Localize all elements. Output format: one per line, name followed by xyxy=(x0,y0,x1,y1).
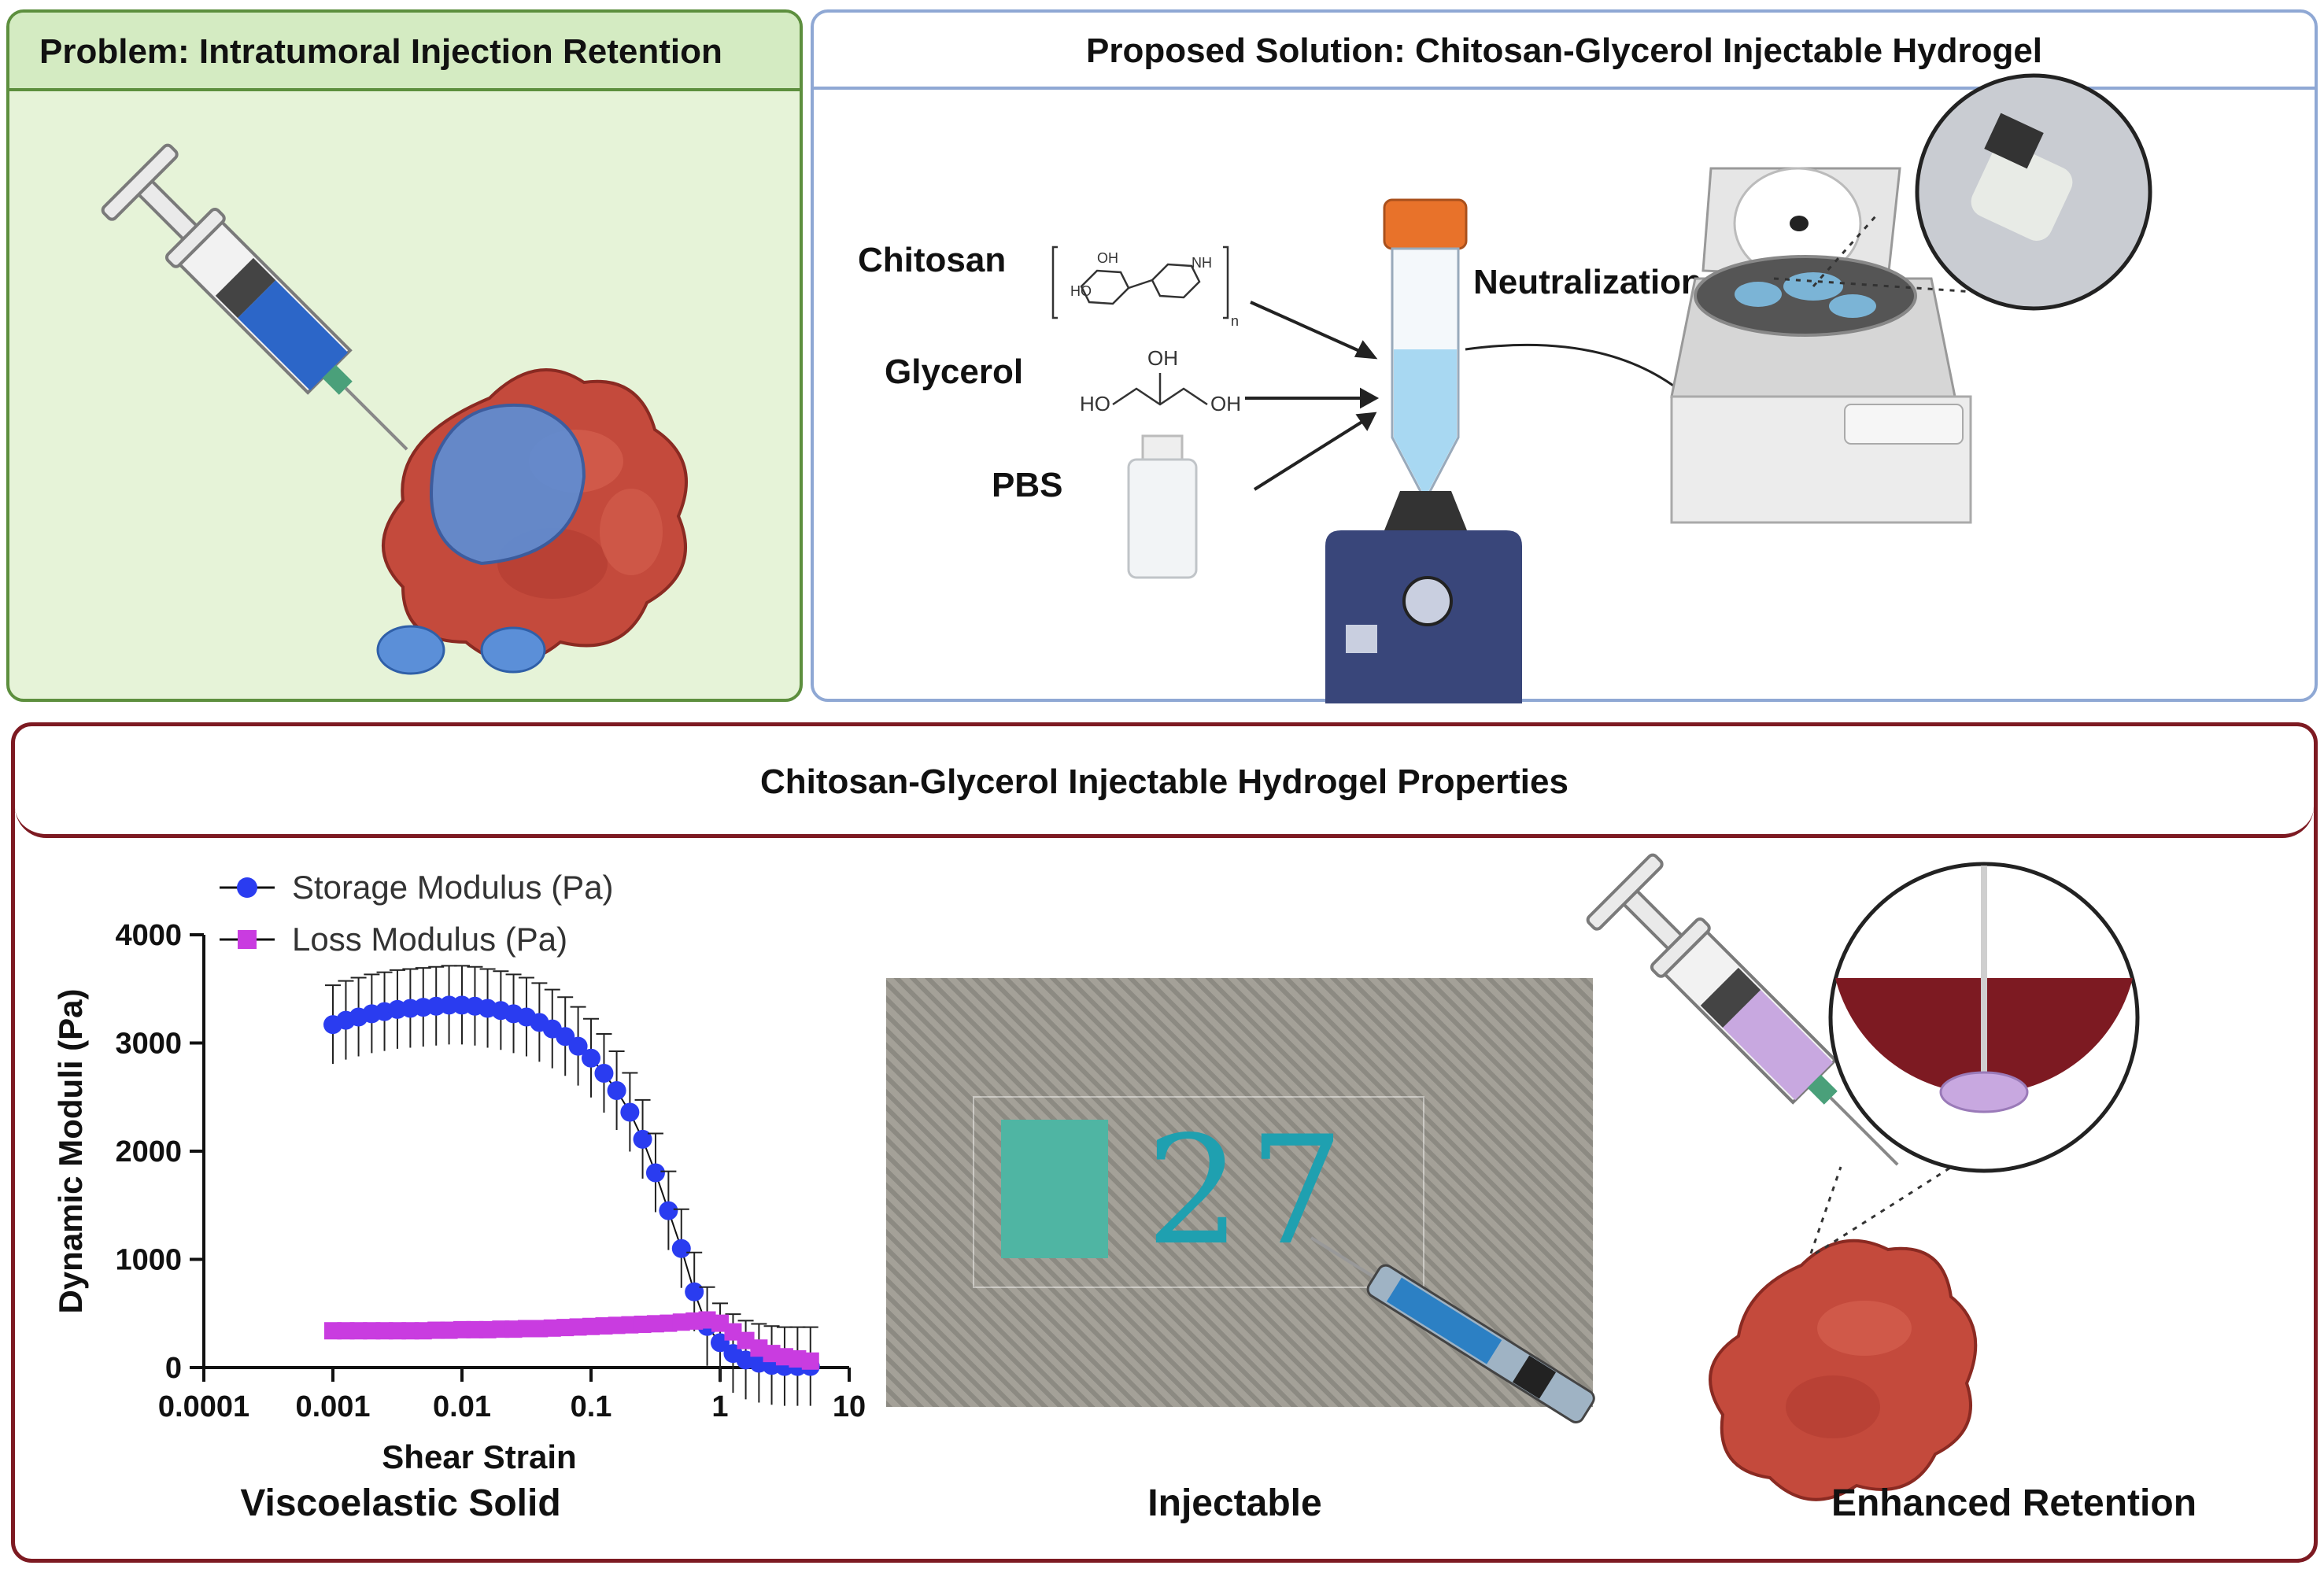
storage-point xyxy=(671,1239,691,1258)
solution-panel: Proposed Solution: Chitosan-Glycerol Inj… xyxy=(811,9,2318,703)
centrifuge-icon xyxy=(1670,167,1972,524)
storage-point xyxy=(556,1027,575,1047)
vortex-mixer-icon xyxy=(1325,491,1522,703)
legend-marker xyxy=(238,930,257,949)
input-arrows xyxy=(1245,301,1380,491)
storage-point xyxy=(685,1282,704,1301)
x-tick-label: 0.0001 xyxy=(158,1390,249,1423)
loss-point xyxy=(478,1320,497,1338)
zoom-lines xyxy=(1773,215,2011,296)
glycerol-label-oh: OH xyxy=(1210,392,1241,415)
input-chitosan: Chitosan xyxy=(858,241,1007,279)
y-tick-label: 0 xyxy=(165,1352,182,1385)
storage-point xyxy=(568,1036,588,1056)
syringe-purple-icon xyxy=(1586,853,1899,1166)
neutralization-label: Neutralization xyxy=(1473,263,1702,301)
problem-panel: Problem: Intratumoral Injection Retentio… xyxy=(6,9,803,702)
zoom-circle xyxy=(1828,862,2140,1173)
storage-point xyxy=(594,1064,614,1083)
x-tick-label: 0.001 xyxy=(295,1390,370,1423)
legend-label: Loss Modulus (Pa) xyxy=(292,921,567,958)
caption-enhanced-retention: Enhanced Retention xyxy=(1831,1482,2197,1524)
chem-label-ho: HO xyxy=(1070,283,1092,299)
loss-point xyxy=(737,1331,755,1349)
glycerol-label-ho: HO xyxy=(1080,392,1110,415)
x-tick-label: 10 xyxy=(833,1390,866,1423)
storage-point xyxy=(582,1048,600,1068)
chitosan-structure xyxy=(1051,246,1229,319)
x-tick-label: 0.1 xyxy=(571,1390,612,1423)
storage-point xyxy=(607,1081,626,1100)
y-axis-label: Dynamic Moduli (Pa) xyxy=(52,988,89,1313)
falcon-tube-icon xyxy=(1383,198,1468,504)
legend-label: Storage Modulus (Pa) xyxy=(292,869,614,906)
caption-injectable: Injectable xyxy=(1147,1482,1322,1524)
x-tick-label: 1 xyxy=(711,1390,728,1423)
syringe-icon xyxy=(101,143,408,451)
storage-point xyxy=(439,995,459,1015)
storage-point xyxy=(633,1129,652,1149)
hydrogel-blob xyxy=(430,403,586,566)
y-tick-label: 4000 xyxy=(115,919,182,952)
y-tick-label: 3000 xyxy=(115,1028,182,1061)
injection-photo: 27 xyxy=(886,978,1595,1423)
injection-problem-illustration xyxy=(101,143,688,675)
chem-label-n: n xyxy=(1231,313,1239,329)
leaked-drop xyxy=(480,626,546,674)
solution-title: Proposed Solution: Chitosan-Glycerol Inj… xyxy=(814,13,2315,90)
caption-viscoelastic: Viscoelastic Solid xyxy=(240,1482,561,1524)
storage-point xyxy=(645,1163,665,1183)
input-glycerol: Glycerol xyxy=(885,353,1024,391)
tumor-icon xyxy=(1709,1239,1978,1501)
loss-point xyxy=(801,1352,819,1370)
solution-diagram: OH HO NH n HO OH OH xyxy=(1051,73,2152,703)
y-tick-label: 1000 xyxy=(115,1244,182,1277)
pbs-bottle-icon xyxy=(1127,434,1198,579)
teal-square xyxy=(1001,1120,1108,1258)
legend-marker xyxy=(237,877,257,898)
rheology-chart: 0.0001 0.001 0.01 0.1 1 10 0 1000 2000 3000 4000Sh… xyxy=(52,869,866,1475)
input-pbs: PBS xyxy=(992,466,1063,504)
zoom-lines xyxy=(1809,1146,1983,1255)
vial-photo-cap xyxy=(1984,113,2044,169)
properties-panel: Chitosan-Glycerol Injectable Hydrogel Pr… xyxy=(11,722,2318,1563)
photo-syringe-icon xyxy=(1310,1236,1595,1423)
series-line xyxy=(332,1004,811,1368)
loss-point xyxy=(608,1316,626,1335)
problem-title: Problem: Intratumoral Injection Retentio… xyxy=(9,13,800,91)
printed-number: 27 xyxy=(1146,1104,1352,1278)
chem-label-oh: OH xyxy=(1097,250,1118,266)
glass-slide xyxy=(973,1096,1424,1288)
storage-point xyxy=(620,1102,640,1122)
leaked-drop xyxy=(376,625,445,675)
chem-label-nh2: NH xyxy=(1192,255,1212,271)
properties-title: Chitosan-Glycerol Injectable Hydrogel Pr… xyxy=(15,726,2314,838)
storage-point xyxy=(659,1201,678,1220)
glycerol-label-oh-top: OH xyxy=(1147,346,1178,370)
y-tick-label: 2000 xyxy=(115,1135,182,1168)
glycerol-structure xyxy=(1112,373,1208,406)
x-tick-label: 0.01 xyxy=(433,1390,491,1423)
vial-photo-content xyxy=(1971,143,2073,241)
loss-point xyxy=(349,1322,368,1340)
retention-illustration xyxy=(1586,853,2140,1501)
x-axis-label: Shear Strain xyxy=(382,1438,576,1475)
